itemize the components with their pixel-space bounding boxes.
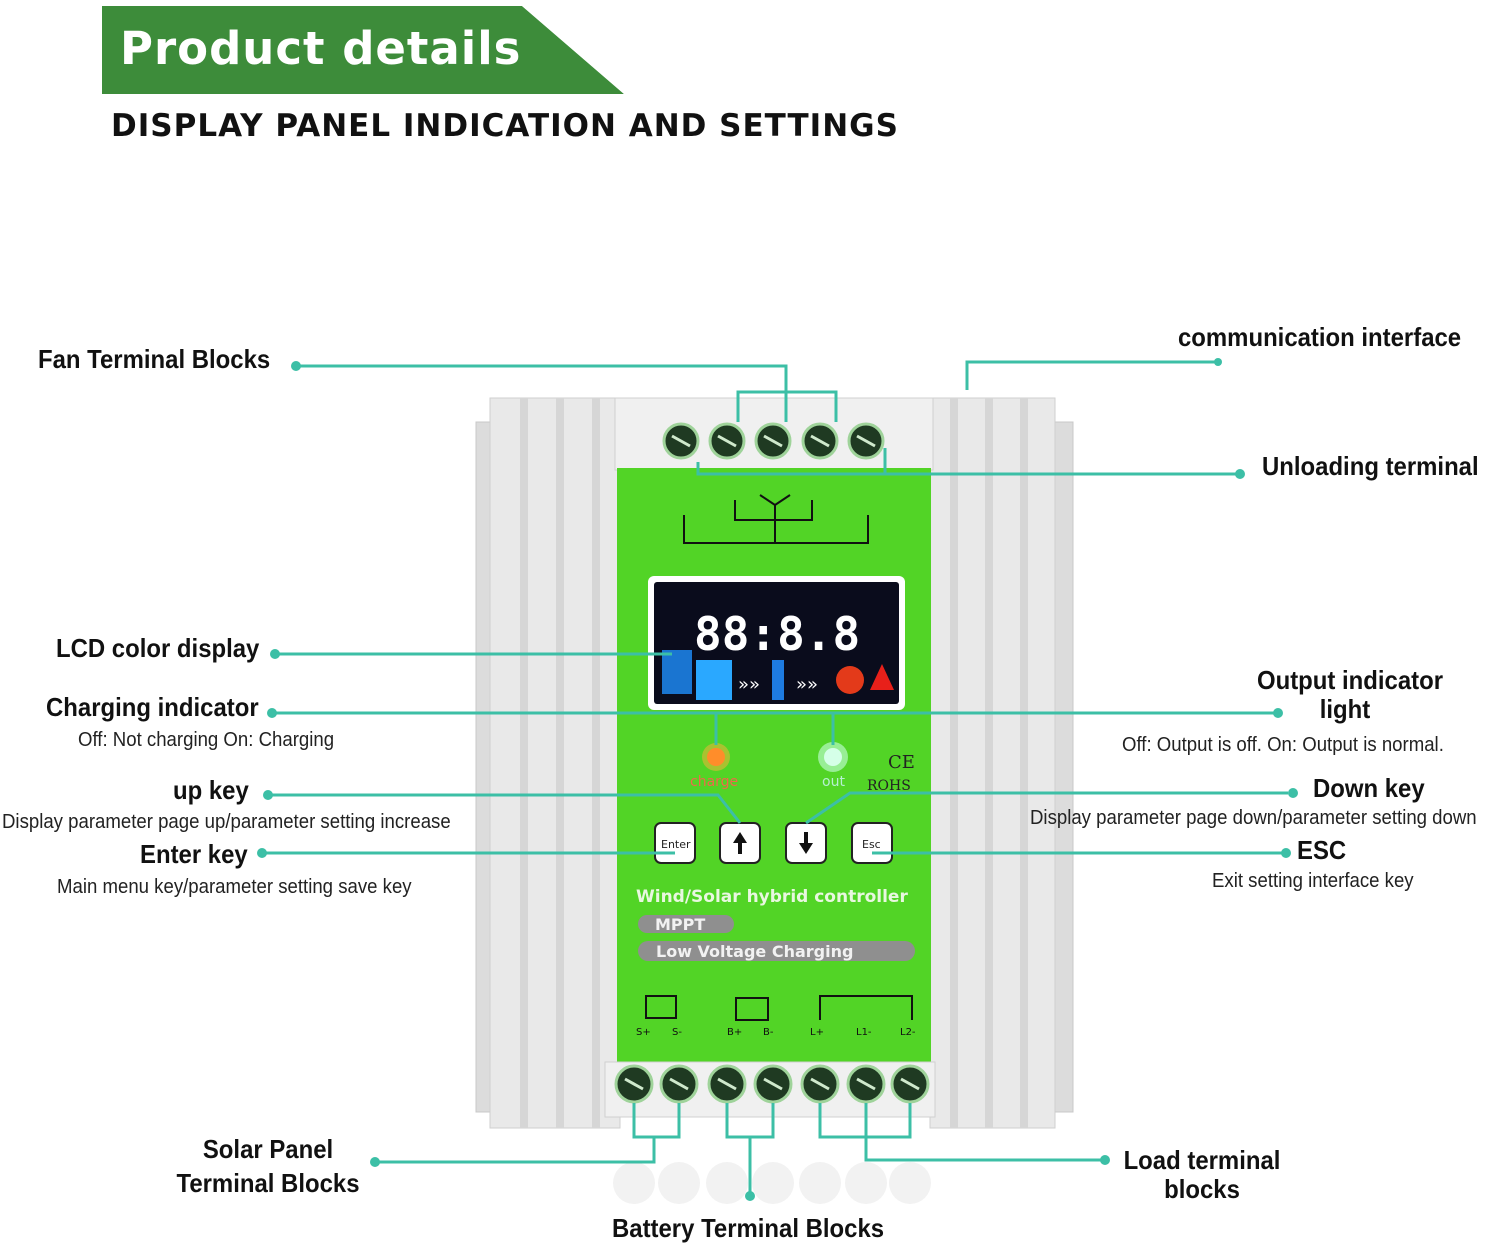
lcd-digits: 88:8.8 [694, 607, 860, 661]
down-button[interactable] [785, 822, 827, 864]
esc-button[interactable]: Esc [851, 822, 893, 864]
label-fan-terminal: Fan Terminal Blocks [38, 344, 271, 374]
desc-down-key: Display parameter page down/parameter se… [1030, 807, 1477, 829]
leader-dots [257, 358, 1298, 1201]
terminal-label-s-plus: S+ [636, 1027, 651, 1038]
label-up-key: up key [173, 775, 249, 805]
label-solar-terminal: Solar Panel [202, 1134, 334, 1164]
svg-text:»»: »» [738, 674, 760, 695]
label-unloading: Unloading terminal [1262, 451, 1479, 481]
page-subtitle: DISPLAY PANEL INDICATION AND SETTINGS [111, 108, 899, 144]
up-button[interactable] [719, 822, 761, 864]
terminal-label-b-plus: B+ [727, 1027, 742, 1038]
top-terminal-screws [662, 422, 885, 460]
product-name: Wind/Solar hybrid controller [636, 887, 908, 907]
terminal-label-l1-minus: L1- [856, 1027, 872, 1038]
enter-button[interactable]: Enter [654, 822, 696, 864]
label-communication: communication interface [1178, 322, 1462, 352]
desc-charging: Off: Not charging On: Charging [78, 729, 335, 751]
rohs-mark: ROHS [867, 778, 911, 794]
label-battery-terminal: Battery Terminal Blocks [612, 1213, 885, 1243]
low-voltage-tag: Low Voltage Charging [656, 942, 853, 961]
page-title: Product details [120, 22, 522, 75]
header-banner [102, 6, 624, 94]
svg-text:Esc: Esc [862, 838, 881, 851]
desc-output: Off: Output is off. On: Output is normal… [1122, 734, 1444, 756]
bottom-terminal-screws [614, 1064, 930, 1104]
charge-led-label: charge [690, 774, 738, 790]
label-output-indicator-line2: light [1319, 694, 1371, 724]
label-load-terminal: Load terminal [1123, 1145, 1281, 1175]
label-esc-key: ESC [1297, 835, 1347, 865]
label-charging-indicator: Charging indicator [46, 692, 259, 722]
label-output-indicator: Output indicator [1256, 665, 1444, 695]
label-solar-terminal-line2: Terminal Blocks [176, 1168, 360, 1198]
label-down-key: Down key [1313, 773, 1425, 803]
ce-mark: CE [888, 752, 915, 773]
desc-esc-key: Exit setting interface key [1212, 870, 1414, 892]
terminal-label-b-minus: B- [763, 1027, 774, 1038]
svg-text:Enter: Enter [661, 838, 691, 851]
desc-enter-key: Main menu key/parameter setting save key [57, 876, 412, 898]
label-load-terminal-line2: blocks [1164, 1174, 1240, 1204]
terminal-label-l2-minus: L2- [900, 1027, 916, 1038]
svg-text:»»: »» [796, 674, 818, 695]
leader-lines [262, 360, 1288, 1196]
terminal-label-l-plus: L+ [810, 1027, 824, 1038]
desc-up-key: Display parameter page up/parameter sett… [2, 811, 451, 833]
label-lcd: LCD color display [56, 633, 260, 663]
mppt-tag: MPPT [655, 915, 705, 934]
label-enter-key: Enter key [140, 839, 248, 869]
out-led-label: out [822, 774, 845, 790]
terminal-label-s-minus: S- [672, 1027, 682, 1038]
